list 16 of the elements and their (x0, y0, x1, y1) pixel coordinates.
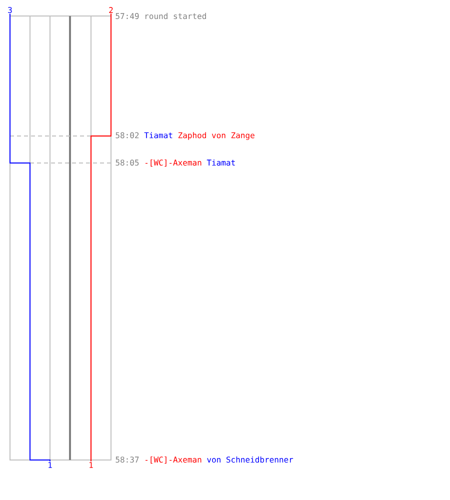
player-name: von Schneidbrenner (207, 456, 294, 463)
count-line (90, 13, 112, 462)
player-name: -[WC]-Axeman (146, 456, 202, 464)
player-name: Tiamat (206, 159, 235, 166)
log-entry: 57:49 round started (116, 12, 206, 20)
timestamp: 58:02 (116, 132, 139, 138)
player-count: 1 (90, 462, 93, 468)
timestamp: 58:37 (116, 456, 139, 463)
count-line (10, 13, 50, 462)
player-count: 3 (8, 6, 12, 14)
player-name: Zaphod von Zange (178, 132, 254, 140)
player-count: 1 (48, 462, 52, 468)
player-name: Tiamat (144, 132, 172, 138)
player-count: 2 (109, 7, 113, 13)
player-name: -[WC]-Axeman (146, 159, 202, 167)
timestamp: 58:05 (116, 160, 139, 166)
